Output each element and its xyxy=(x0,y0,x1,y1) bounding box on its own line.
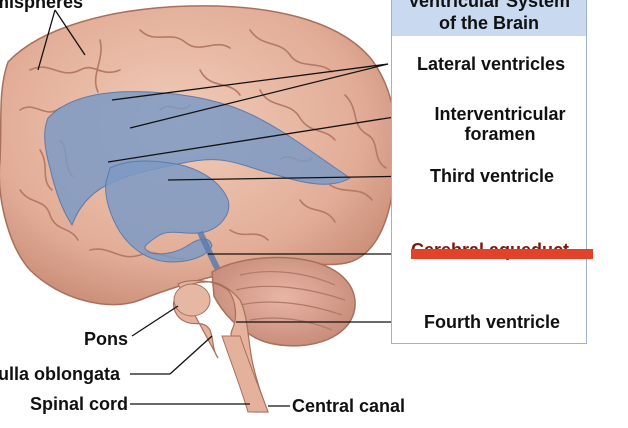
label-medulla-oblongata: Medulla oblongata xyxy=(0,364,121,384)
label-interventricular-line2: foramen xyxy=(464,124,536,144)
label-third-ventricle: Third ventricle xyxy=(430,166,555,186)
label-spinal-cord: Spinal cord xyxy=(30,394,129,414)
label-hemispheres: hemispheres xyxy=(0,0,84,12)
panel-header: Ventricular System of the Brain xyxy=(392,0,586,36)
label-interventricular-foramen: Interventricular foramen xyxy=(418,104,582,144)
panel-title-line2: of the Brain xyxy=(438,13,539,33)
cerebellum-folia xyxy=(235,271,346,331)
redaction-bar xyxy=(411,249,593,259)
label-interventricular-line1: Interventricular xyxy=(434,104,566,124)
label-central-canal: Central canal xyxy=(292,396,406,416)
pons-bulge xyxy=(173,283,211,317)
label-lateral-ventricles: Lateral ventricles xyxy=(417,54,566,74)
panel-title-line1: Ventricular System xyxy=(407,0,571,11)
legend-panel: Ventricular System of the Brain xyxy=(391,0,587,344)
label-fourth-ventricle: Fourth ventricle xyxy=(424,312,561,332)
panel-title: Ventricular System of the Brain xyxy=(392,0,586,34)
label-pons: Pons xyxy=(84,329,129,349)
spinal-cord xyxy=(221,335,269,413)
third-ventricle xyxy=(105,160,230,263)
leader-lines xyxy=(37,9,421,407)
lateral-ventricle xyxy=(44,91,351,227)
